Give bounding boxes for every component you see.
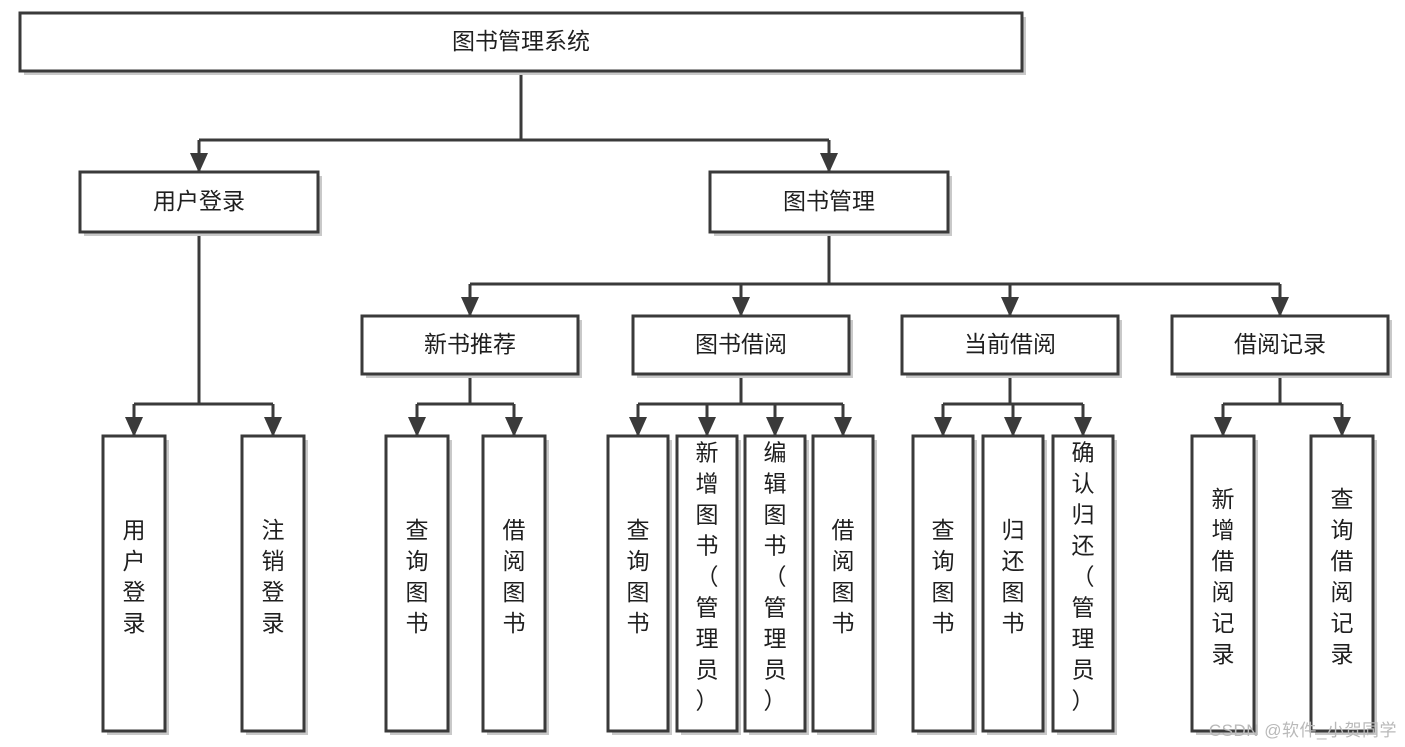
edge-arrowhead	[461, 297, 479, 317]
node-box[interactable]	[631, 314, 851, 376]
node-leaf-query-book-2[interactable]: 查询图书	[606, 434, 672, 735]
node-box[interactable]	[101, 434, 167, 733]
node-user-login[interactable]: 用户登录	[78, 170, 322, 236]
node-label: 查询图书	[627, 517, 650, 636]
node-book-borrow[interactable]: 图书借阅	[631, 314, 853, 378]
node-box[interactable]	[1051, 434, 1115, 733]
node-box[interactable]	[811, 434, 875, 733]
node-root[interactable]: 图书管理系统	[18, 11, 1026, 75]
node-leaf-add-book[interactable]: 新增图书（管理员）	[675, 434, 741, 735]
edge-arrowhead	[408, 417, 426, 437]
node-label: 查询图书	[406, 517, 429, 636]
node-leaf-user-login[interactable]: 用户登录	[101, 434, 169, 735]
node-box[interactable]	[481, 434, 547, 733]
node-leaf-query-book-3[interactable]: 查询图书	[911, 434, 977, 735]
node-label: 借阅图书	[503, 517, 526, 636]
node-label: 确认归还（管理员）	[1072, 440, 1095, 714]
node-label: 借阅图书	[832, 517, 855, 636]
edge-arrowhead	[1074, 417, 1092, 437]
node-box[interactable]	[675, 434, 739, 733]
node-label: 新增图书（管理员）	[696, 440, 719, 714]
node-label: 用户登录	[123, 517, 146, 636]
node-label: 新增借阅记录	[1212, 486, 1235, 667]
edge-arrowhead	[264, 417, 282, 437]
node-label: 编辑图书（管理员）	[764, 440, 787, 714]
node-leaf-query-book-1[interactable]: 查询图书	[384, 434, 452, 735]
edge-arrowhead	[934, 417, 952, 437]
edge-arrowhead	[190, 153, 208, 173]
edge-arrowhead	[505, 417, 523, 437]
node-box[interactable]	[606, 434, 670, 733]
node-box[interactable]	[1309, 434, 1375, 733]
node-book-manage[interactable]: 图书管理	[708, 170, 952, 236]
edge-arrowhead	[698, 417, 716, 437]
node-label: 用户登录	[153, 188, 245, 214]
node-box[interactable]	[240, 434, 306, 733]
node-box[interactable]	[911, 434, 975, 733]
node-leaf-return-book[interactable]: 归还图书	[981, 434, 1047, 735]
node-label: 归还图书	[1002, 517, 1025, 636]
edge-arrowhead	[1333, 417, 1351, 437]
edge-arrowhead	[1214, 417, 1232, 437]
node-leaf-edit-book[interactable]: 编辑图书（管理员）	[743, 434, 809, 735]
edge-arrowhead	[1004, 417, 1022, 437]
node-box[interactable]	[708, 170, 950, 234]
node-current-borrow[interactable]: 当前借阅	[900, 314, 1122, 378]
edge-arrowhead	[732, 297, 750, 317]
edge-arrowhead	[834, 417, 852, 437]
node-box[interactable]	[360, 314, 580, 376]
node-leaf-borrow-book-1[interactable]: 借阅图书	[481, 434, 549, 735]
node-label: 当前借阅	[964, 331, 1056, 357]
node-layer: 图书管理系统用户登录图书管理新书推荐图书借阅当前借阅借阅记录用户登录注销登录查询…	[18, 11, 1392, 735]
node-box[interactable]	[18, 11, 1024, 73]
node-box[interactable]	[981, 434, 1045, 733]
node-box[interactable]	[1190, 434, 1256, 733]
node-box[interactable]	[1170, 314, 1390, 376]
node-box[interactable]	[78, 170, 320, 234]
node-borrow-record[interactable]: 借阅记录	[1170, 314, 1392, 378]
edge-arrowhead	[1001, 297, 1019, 317]
node-leaf-user-logout[interactable]: 注销登录	[240, 434, 308, 735]
node-label: 查询借阅记录	[1331, 486, 1354, 667]
node-leaf-query-record[interactable]: 查询借阅记录	[1309, 434, 1377, 735]
node-box[interactable]	[900, 314, 1120, 376]
node-leaf-borrow-book-2[interactable]: 借阅图书	[811, 434, 877, 735]
node-label: 图书管理系统	[452, 28, 590, 54]
node-leaf-confirm-return[interactable]: 确认归还（管理员）	[1051, 434, 1117, 735]
node-label: 图书管理	[783, 188, 875, 214]
node-box[interactable]	[384, 434, 450, 733]
node-label: 借阅记录	[1234, 331, 1326, 357]
node-leaf-add-record[interactable]: 新增借阅记录	[1190, 434, 1258, 735]
node-box[interactable]	[743, 434, 807, 733]
node-label: 图书借阅	[695, 331, 787, 357]
node-new-book-recommend[interactable]: 新书推荐	[360, 314, 582, 378]
edge-arrowhead	[766, 417, 784, 437]
edge-arrowhead	[629, 417, 647, 437]
edge-arrowhead	[125, 417, 143, 437]
edge-layer	[125, 71, 1351, 437]
node-label: 新书推荐	[424, 331, 516, 357]
edge-arrowhead	[1271, 297, 1289, 317]
edge-arrowhead	[820, 153, 838, 173]
node-label: 查询图书	[932, 517, 955, 636]
node-label: 注销登录	[262, 517, 285, 636]
